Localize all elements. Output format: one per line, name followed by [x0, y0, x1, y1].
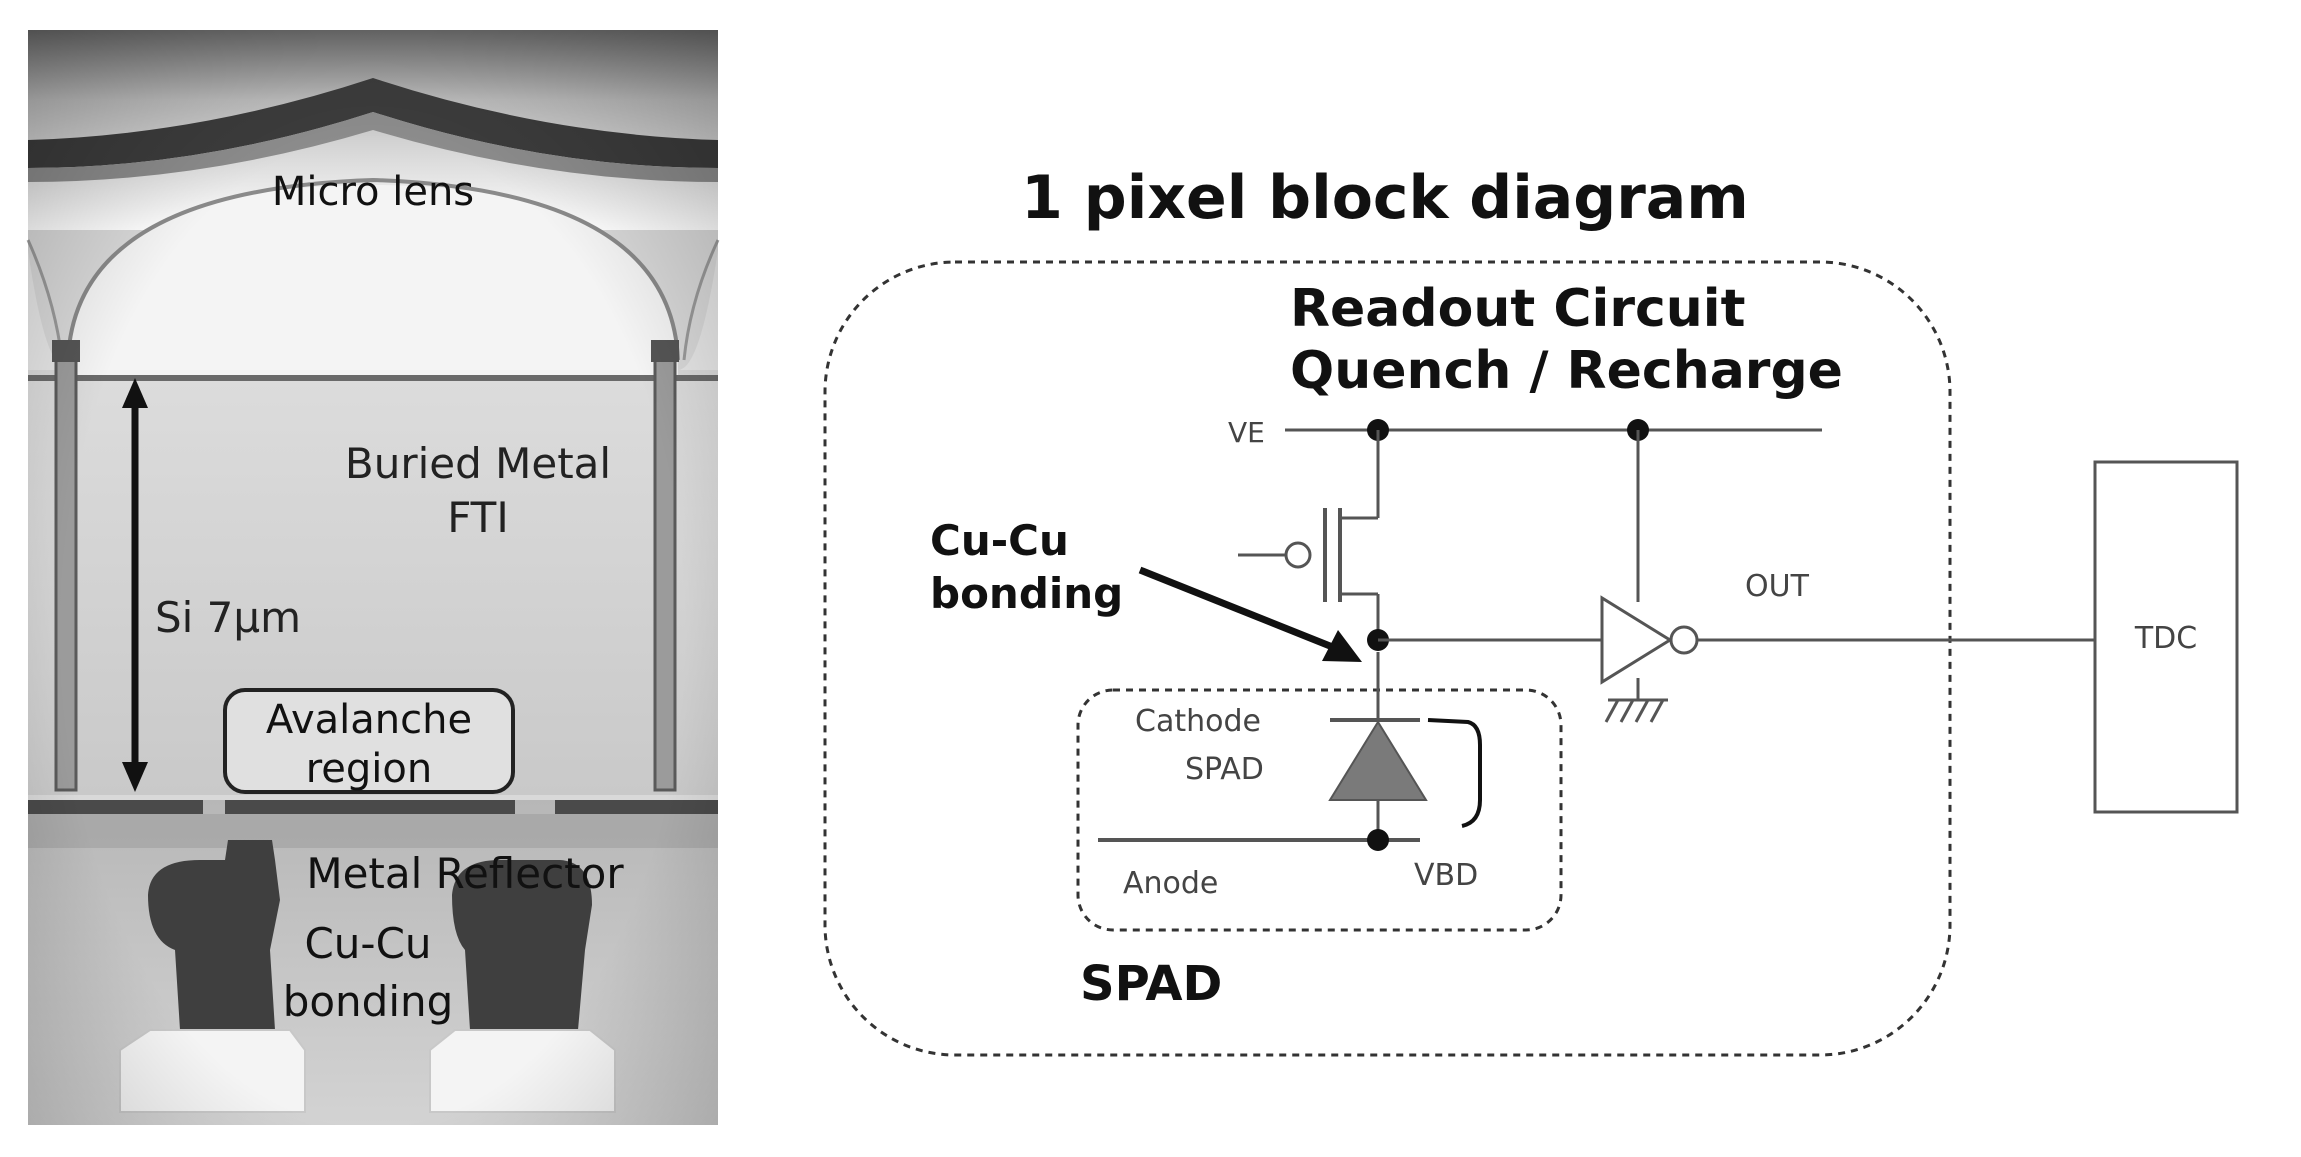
inverter-symbol — [1600, 595, 1673, 685]
cross-section-image: Micro lens Buried Metal FTI Si 7μm Avala… — [26, 30, 720, 1125]
spad-block-label: SPAD — [1080, 956, 1222, 1012]
vbd-label: VBD — [1414, 858, 1478, 893]
cu-cu-label-line1: Cu-Cu — [304, 919, 431, 968]
image-vignette — [28, 30, 718, 1125]
buried-metal-label: Buried Metal — [345, 439, 611, 488]
out-label: OUT — [1745, 569, 1810, 604]
vbd-bracket — [1427, 718, 1482, 828]
bonding-arrow-line — [1138, 566, 1342, 654]
fti-label: FTI — [447, 493, 508, 542]
readout-label-line1: Readout Circuit — [1290, 279, 1745, 339]
tdc-label: TDC — [2134, 621, 2197, 656]
ve-label: VE — [1228, 416, 1265, 449]
metal-reflector-label: Metal Reflector — [306, 849, 624, 898]
inverter-bubble — [1669, 625, 1699, 655]
pmos-transistor — [1238, 430, 1380, 640]
avalanche-label-line2: region — [306, 746, 433, 792]
bonding-label-line2: bonding — [930, 569, 1123, 618]
anode-label: Anode — [1123, 866, 1218, 901]
micro-lens-label: Micro lens — [272, 169, 474, 215]
block-diagram: 1 pixel block diagram Readout Circuit Qu… — [823, 163, 2239, 1057]
avalanche-region-box — [223, 688, 515, 794]
tdc-block — [2093, 460, 2239, 814]
pixel-outer-box — [823, 260, 1952, 1057]
avalanche-label-line1: Avalanche — [266, 697, 472, 743]
cu-cu-label-line2: bonding — [283, 977, 454, 1026]
si-arrow-head-top — [122, 378, 148, 408]
cathode-label: Cathode — [1135, 704, 1261, 739]
spad-diode-symbol — [1328, 720, 1428, 801]
si-arrow-head-bottom — [122, 762, 148, 792]
si-thickness-label: Si 7μm — [155, 593, 301, 642]
ground-symbol — [1604, 678, 1668, 723]
bonding-label-line1: Cu-Cu — [930, 516, 1069, 565]
readout-label-line2: Quench / Recharge — [1290, 341, 1843, 401]
diagram-title: 1 pixel block diagram — [1021, 163, 1749, 233]
spad-inner-box — [1076, 688, 1563, 932]
anode-node — [1367, 829, 1389, 851]
spad-small-label: SPAD — [1185, 752, 1264, 787]
bonding-arrow-head — [1322, 630, 1362, 662]
